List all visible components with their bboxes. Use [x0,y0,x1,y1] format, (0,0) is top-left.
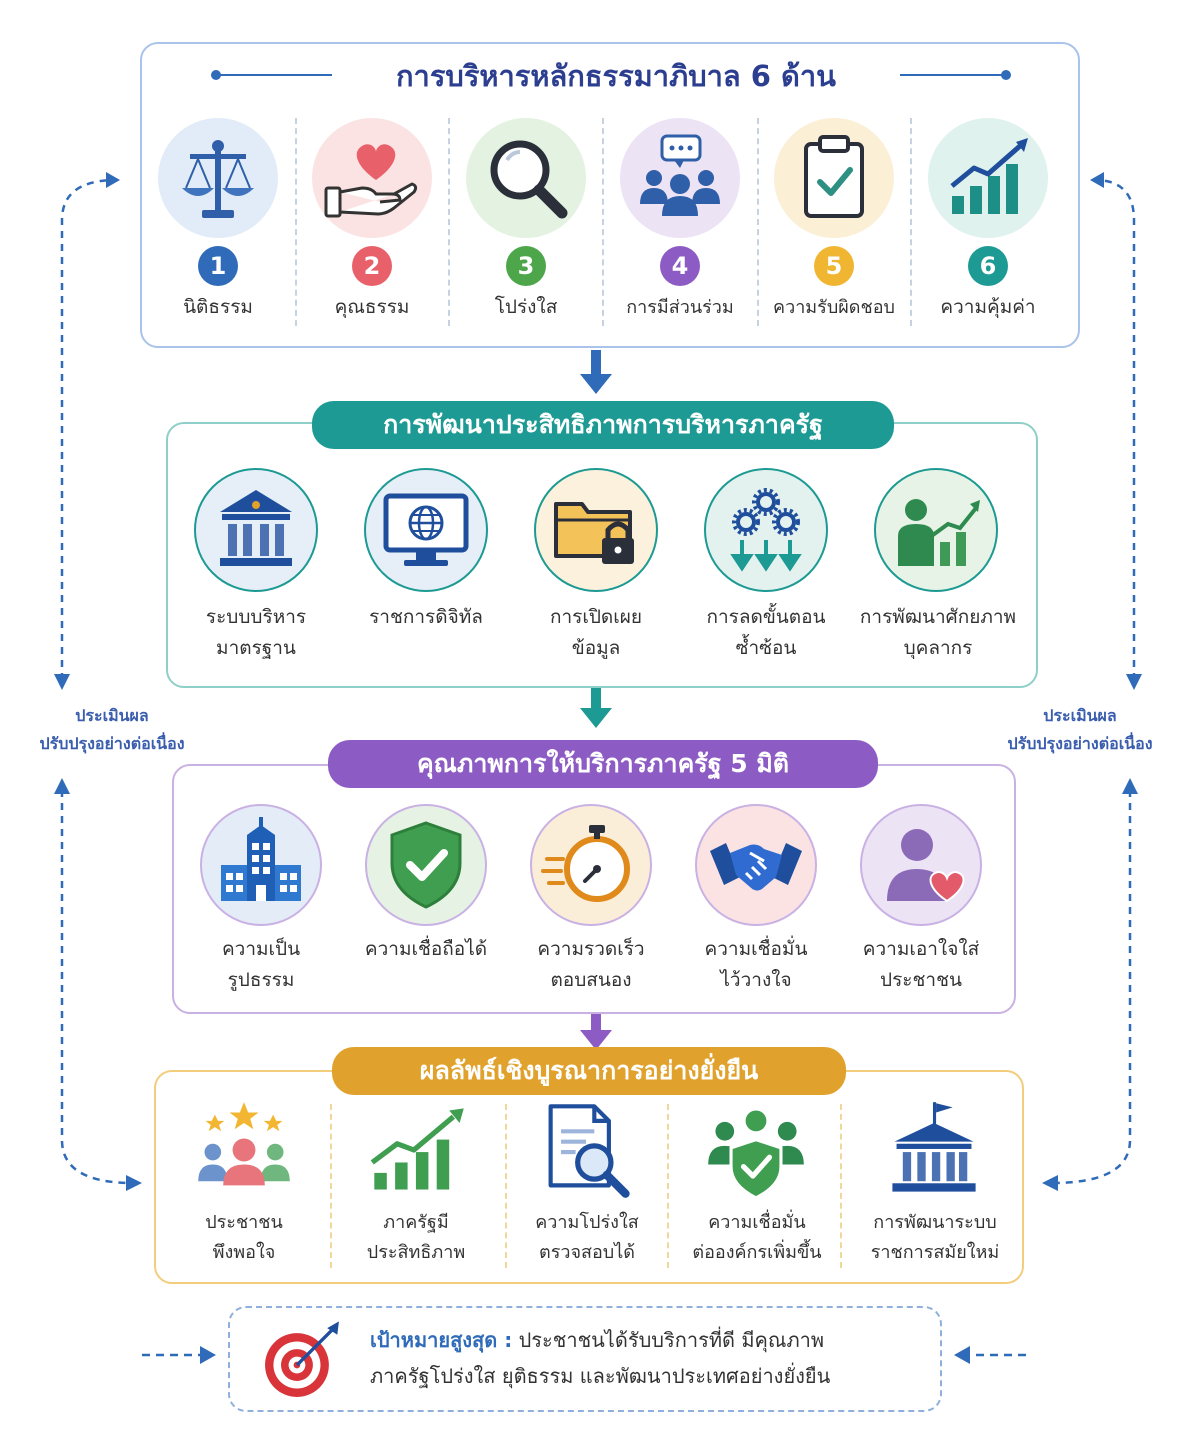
person-growth-icon [898,499,980,566]
right-loop-arrowhead-top-end [1090,172,1104,188]
principle-6-number: 6 [968,246,1008,286]
down-arrow-3 [580,1013,612,1050]
principle-2-circle [312,118,432,238]
goal-text: เป้าหมายสูงสุด : ประชาชนได้รับบริการที่ด… [370,1322,930,1394]
right-loop-arrowhead-top-start [1126,674,1142,690]
outcome-2-label: ภาครัฐมีประสิทธิภาพ [366,1212,466,1263]
people-stars-icon [198,1102,290,1186]
section-efficiency-title: การพัฒนาประสิทธิภาพการบริหารภาครัฐ [312,401,894,449]
right-loop-arrow-top [1097,178,1136,680]
efficiency-2-label: ราชการดิจิทัล [369,606,483,628]
principle-2-label: คุณธรรม [334,296,410,318]
section-service-quality-title: คุณภาพการให้บริการภาครัฐ 5 มิติ [328,740,878,788]
target-icon [265,1321,339,1397]
efficiency-1-label: ระบบบริหารมาตรฐาน [205,606,307,659]
quality-4-label: ความเชื่อมั่นไว้วางใจ [704,938,808,991]
goal-label: เป้าหมายสูงสุด : [370,1328,513,1352]
quality-3-label: ความรวดเร็วตอบสนอง [537,938,645,991]
efficiency-4-label: การลดขั้นตอนซ้ำซ้อน [706,606,826,659]
stopwatch-icon [541,825,630,902]
left-loop-arrowhead-top-start [54,674,70,690]
shield-check-icon [390,821,462,909]
left-loop-arrowhead-bottom-start [54,778,70,794]
scales-icon [182,140,254,218]
principle-4-number: 4 [660,246,700,286]
principle-5-number: 5 [814,246,854,286]
heart-hand-icon [324,144,418,218]
goal-text-line1: ประชาชนได้รับบริการที่ดี มีคุณภาพ [518,1328,825,1352]
left-loop-arrow-bottom [60,790,131,1185]
outcome-5-label: การพัฒนาระบบราชการสมัยใหม่ [870,1212,1000,1263]
flag-building-icon [892,1102,976,1192]
quality-5-circle [860,804,982,926]
outcome-1-label: ประชาชนพึงพอใจ [205,1212,283,1263]
principle-4-label: การมีส่วนร่วม [626,297,734,318]
ultimate-goal-box [228,1306,942,1412]
side-note-left: ประเมินผล ปรับปรุงอย่างต่อเนื่อง [39,706,185,753]
principle-5-label: ความรับผิดชอบ [773,297,895,318]
left-loop-arrowhead-bottom-end [126,1175,142,1191]
group-chat-icon [640,134,720,216]
down-arrow-2 [580,688,612,728]
quality-5-label: ความเอาใจใส่ประชาชน [862,938,980,991]
principle-3-number: 3 [506,246,546,286]
principle-2-number: 2 [352,246,392,286]
handshake-icon [710,843,802,891]
quality-1-label: ความเป็นรูปธรรม [221,938,301,991]
principle-1-number: 1 [198,246,238,286]
principle-1-label: นิติธรรม [183,296,253,318]
right-loop-arrow-bottom [1054,790,1132,1185]
down-arrow-1 [580,350,612,394]
efficiency-3-label: การเปิดเผยข้อมูล [549,606,643,659]
left-loop-arrow-top [60,178,113,680]
right-loop-arrowhead-bottom-end [1042,1175,1058,1191]
section-outcomes-title: ผลลัพธ์เชิงบูรณาการอย่างยั่งยืน [332,1047,846,1095]
clipboard-check-icon [804,135,864,218]
government-building-icon [220,490,292,566]
magnifier-icon [490,140,568,219]
left-loop-arrowhead-top-end [106,172,120,188]
office-building-icon [221,817,301,901]
efficiency-5-label: การพัฒนาศักยภาพบุคลากร [859,606,1017,659]
bar-growth-icon [370,1108,464,1190]
right-loop-arrowhead-bottom-start [1122,778,1138,794]
growth-chart-icon [950,138,1028,214]
person-heart-icon [887,829,965,903]
title-decoration [211,70,1011,80]
section-governance-title: การบริหารหลักธรรมาภิบาล 6 ด้าน [396,59,836,93]
outcome-3-label: ความโปร่งใสตรวจสอบได้ [535,1212,639,1263]
principle-6-label: ความคุ้มค่า [940,296,1036,318]
people-shield-icon [708,1110,804,1200]
goal-text-line2: ภาครัฐโปร่งใส ยุติธรรม และพัฒนาประเทศอย่… [370,1364,831,1388]
gears-arrows-icon [730,488,802,572]
quality-2-label: ความเชื่อถือได้ [364,938,488,960]
folder-lock-icon [554,502,634,564]
outcome-4-label: ความเชื่อมั่นต่อองค์กรเพิ่มขึ้น [692,1212,822,1263]
side-note-right: ประเมินผล ปรับปรุงอย่างต่อเนื่อง [1007,706,1153,753]
efficiency-5-circle [874,468,998,592]
monitor-globe-icon [383,493,469,566]
principle-3-label: โปร่งใส [494,296,558,318]
efficiency-1-circle [194,468,318,592]
document-search-icon [548,1104,630,1198]
